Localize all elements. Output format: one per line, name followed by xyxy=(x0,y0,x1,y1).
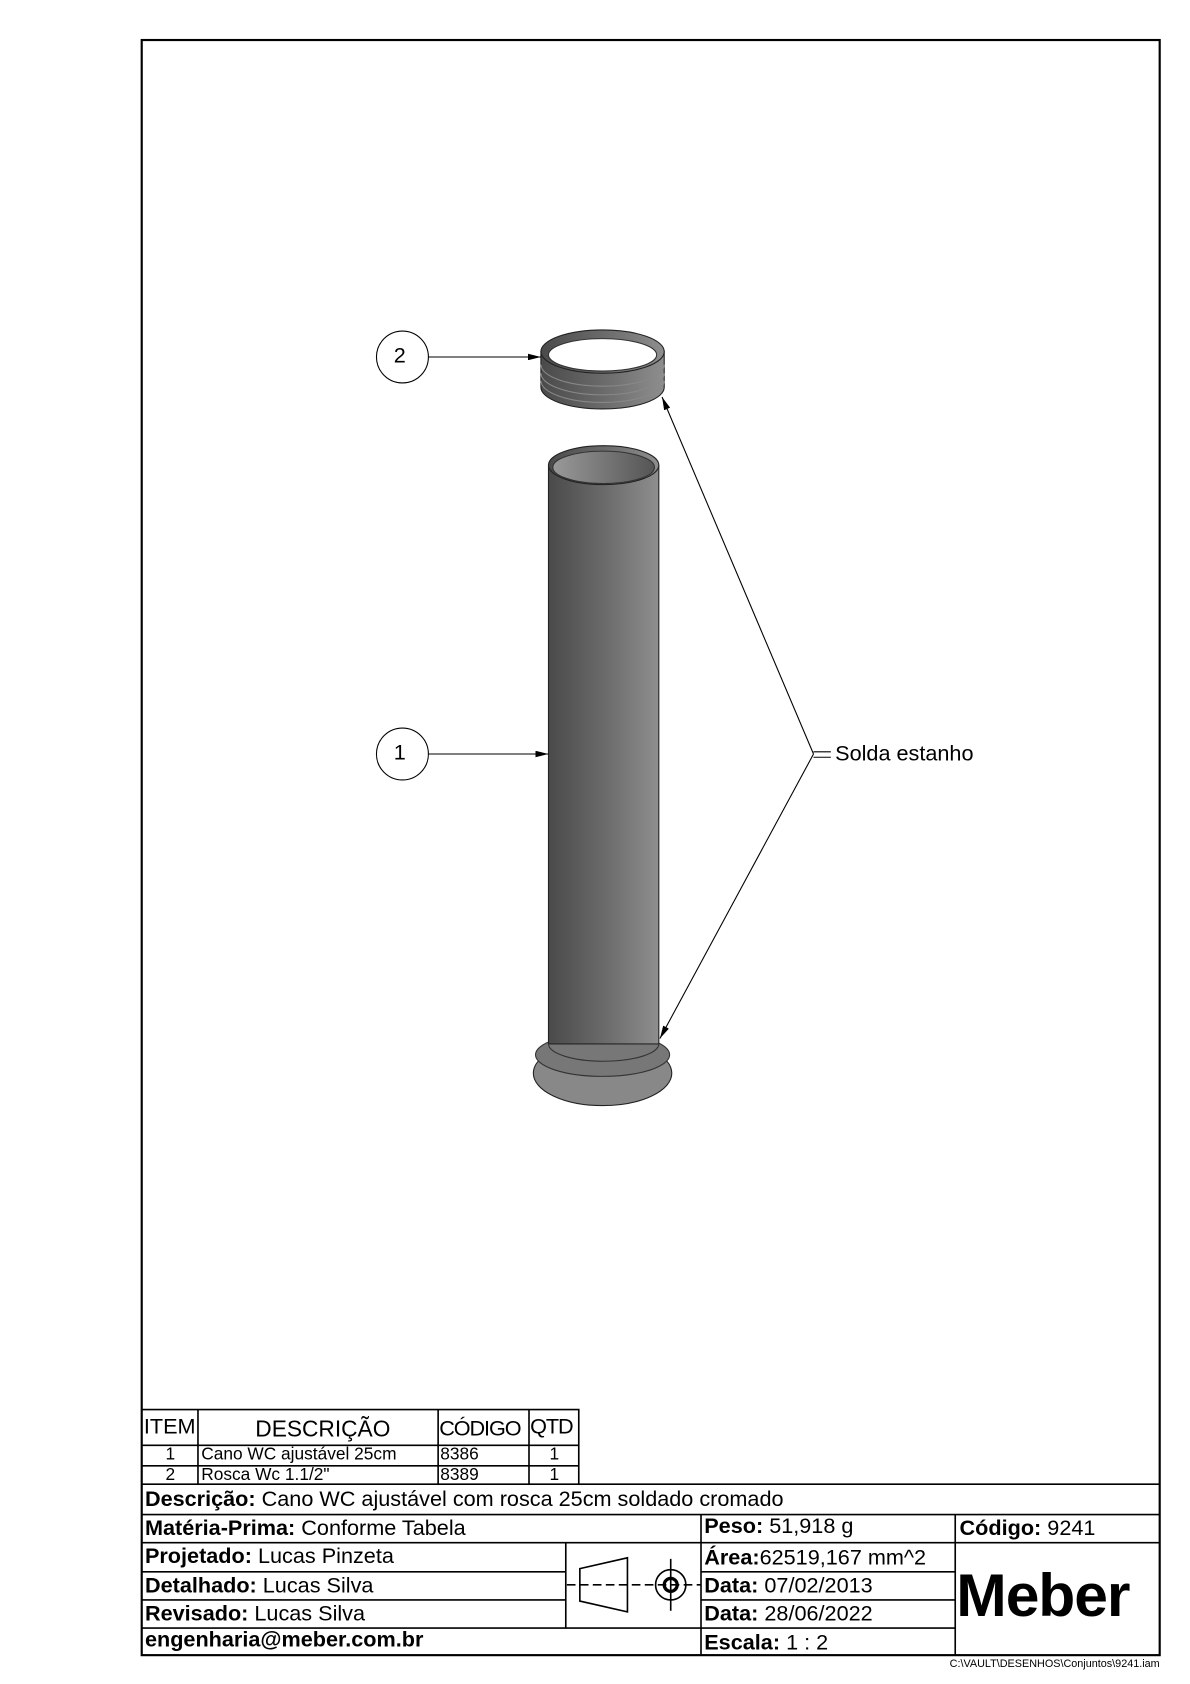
row-1-item: 1 xyxy=(165,1445,176,1464)
projetado-field: Projetado: Lucas Pinzeta xyxy=(145,1543,394,1571)
materia-label: Matéria-Prima: xyxy=(144,1516,296,1541)
row-2-qtd: 1 xyxy=(549,1465,560,1485)
revisado-value: Lucas Silva xyxy=(254,1602,366,1626)
projection-symbol-icon xyxy=(566,1556,702,1613)
file-path: C:\VAULT\DESENHOS\Conjuntos\9241.iam xyxy=(949,1658,1160,1671)
codigo-label: Código: xyxy=(959,1516,1042,1541)
detalhado-label: Detalhado: xyxy=(144,1574,257,1598)
descricao-label: Descrição: xyxy=(144,1487,256,1512)
projetado-label: Projetado: xyxy=(144,1544,252,1569)
row-2-descricao: Rosca Wc 1.1/2" xyxy=(201,1465,330,1485)
materia-field: Matéria-Prima: Conforme Tabela xyxy=(145,1515,466,1543)
descricao-field: Descrição: Cano WC ajustável com rosca 2… xyxy=(145,1485,784,1513)
email: engenharia@meber.com.br xyxy=(144,1628,424,1652)
revisado-label: Revisado: xyxy=(144,1602,249,1626)
sheet-border xyxy=(140,38,1161,1657)
row-2-item: 2 xyxy=(165,1465,176,1485)
detalhado-field: Detalhado: Lucas Silva xyxy=(145,1572,373,1600)
row-2-codigo: 8389 xyxy=(440,1465,479,1485)
data-revisao-field: Data: 28/06/2022 xyxy=(704,1600,872,1628)
descricao-value: Cano WC ajustável com rosca 25cm soldado… xyxy=(261,1487,784,1512)
row-1-qtd: 1 xyxy=(549,1445,560,1464)
weld-note-leader xyxy=(659,396,831,1039)
tube-part-1 xyxy=(532,445,673,1107)
codigo-value: 9241 xyxy=(1047,1516,1096,1541)
header-codigo: CÓDIGO xyxy=(439,1417,521,1441)
header-qtd: QTD xyxy=(530,1414,574,1439)
data-criacao-field: Data: 07/02/2013 xyxy=(704,1572,872,1600)
header-item: ITEM xyxy=(143,1414,196,1439)
area-value: 62519,167 mm^2 xyxy=(759,1545,927,1570)
revisado-field: Revisado: Lucas Silva xyxy=(145,1600,365,1628)
area-label: Área: xyxy=(704,1545,760,1570)
data-revisao-value: 28/06/2022 xyxy=(764,1602,873,1626)
escala-value: 1 : 2 xyxy=(786,1631,829,1656)
title-block-grid xyxy=(141,1483,1160,1656)
projetado-value: Lucas Pinzeta xyxy=(257,1544,394,1569)
escala-label: Escala: xyxy=(704,1631,781,1656)
balloon-2-label: 2 xyxy=(393,344,406,368)
data-criacao-label: Data: xyxy=(704,1574,759,1598)
row-1-codigo: 8386 xyxy=(440,1445,479,1464)
peso-label: Peso: xyxy=(704,1514,764,1539)
weld-note: Solda estanho xyxy=(835,742,974,766)
escala-field: Escala: 1 : 2 xyxy=(704,1629,828,1657)
area-field: Área:62519,167 mm^2 xyxy=(704,1544,926,1572)
peso-value: 51,918 g xyxy=(769,1514,854,1539)
materia-value: Conforme Tabela xyxy=(301,1516,466,1541)
data-revisao-label: Data: xyxy=(704,1602,759,1626)
ring-part-2 xyxy=(540,329,665,410)
parts-list-grid xyxy=(141,1408,580,1485)
meber-logo: Meber xyxy=(956,1561,1130,1630)
codigo-field: Código: 9241 xyxy=(960,1515,1096,1543)
peso-field: Peso: 51,918 g xyxy=(704,1512,853,1540)
detalhado-value: Lucas Silva xyxy=(262,1574,374,1598)
row-1-descricao: Cano WC ajustável 25cm xyxy=(201,1445,397,1464)
header-descricao: DESCRIÇÃO xyxy=(255,1417,391,1443)
balloon-1-label: 1 xyxy=(393,741,406,765)
data-criacao-value: 07/02/2013 xyxy=(764,1574,873,1598)
